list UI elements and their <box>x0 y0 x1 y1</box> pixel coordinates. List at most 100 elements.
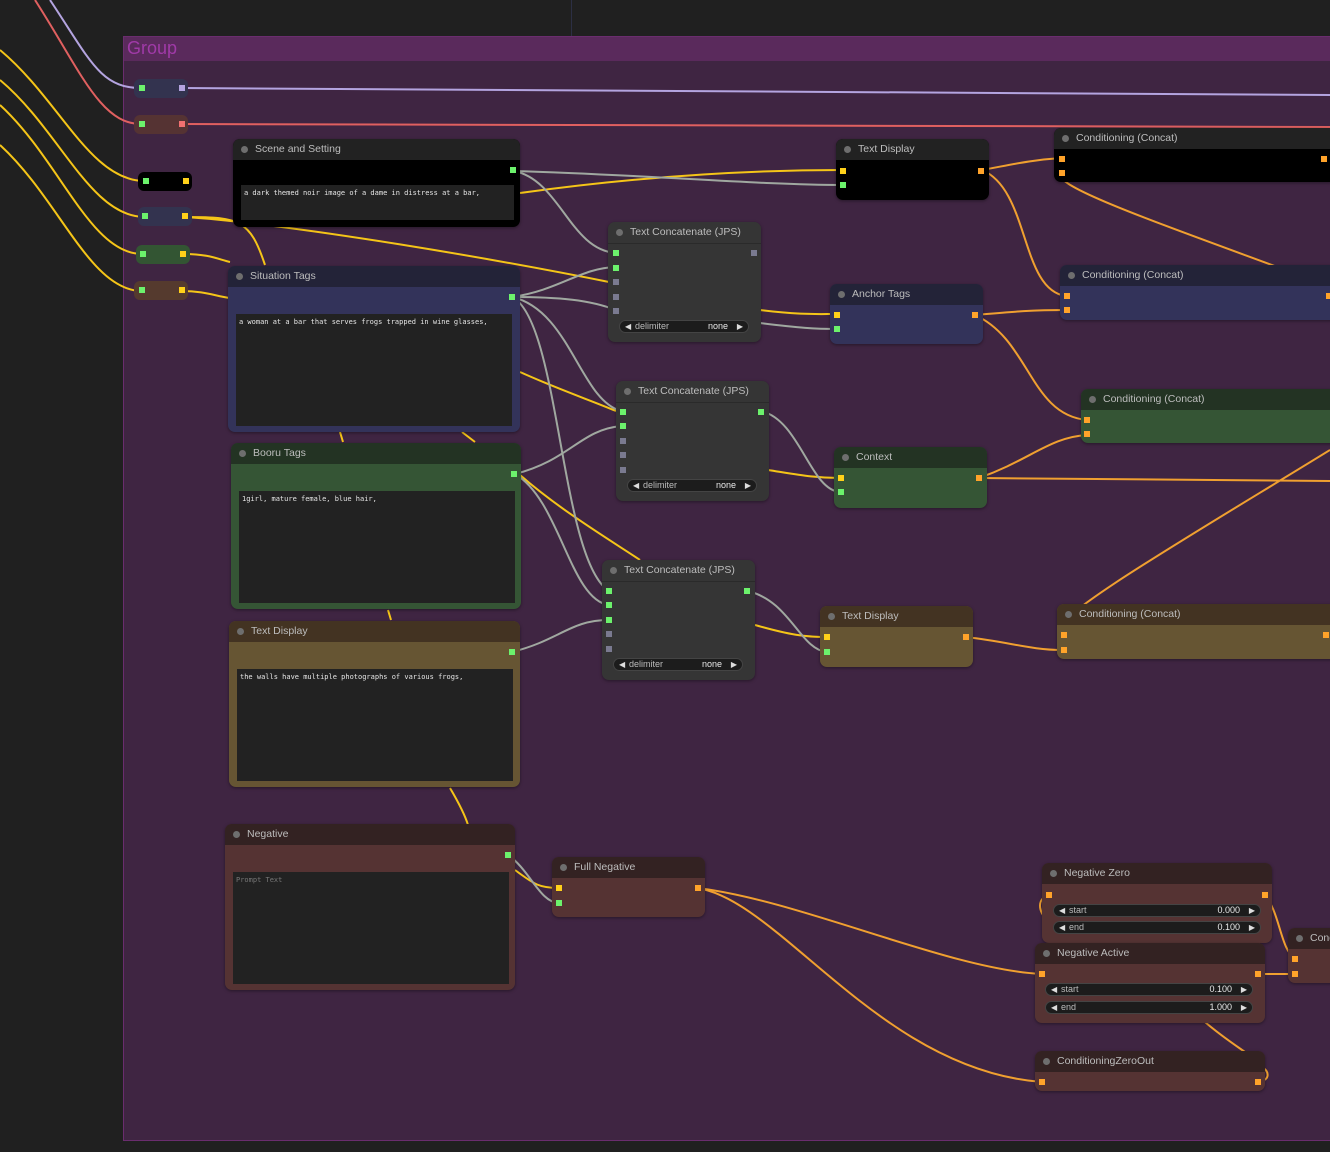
arrow-left-icon[interactable]: ◀ <box>1059 923 1066 932</box>
input-slot-conditioning-from[interactable] <box>1292 971 1298 977</box>
arrow-left-icon[interactable]: ◀ <box>625 322 632 331</box>
node-header[interactable]: Booru Tags <box>231 443 521 464</box>
input-slot-text[interactable] <box>824 649 830 655</box>
node-header[interactable]: Conditioning (Concat) <box>1054 128 1330 149</box>
start-number-widget[interactable]: ◀ start 0.100 ▶ <box>1045 983 1253 996</box>
reroute-blue[interactable] <box>138 207 192 226</box>
prompt-textarea[interactable]: a woman at a bar that serves frogs trapp… <box>236 314 512 426</box>
node-negative-zero[interactable]: Negative Zero ◀ start 0.000 ▶ ◀ end 0.10… <box>1042 863 1272 943</box>
collapse-dot-icon[interactable] <box>241 146 248 153</box>
node-header[interactable]: Context <box>834 447 987 468</box>
output-slot-string[interactable] <box>511 471 517 477</box>
input-slot-conditioning-from[interactable] <box>1084 431 1090 437</box>
collapse-dot-icon[interactable] <box>233 831 240 838</box>
reroute-input[interactable] <box>143 178 149 184</box>
input-slot-4[interactable] <box>606 631 612 637</box>
node-header[interactable]: Text Display <box>820 606 973 627</box>
node-header[interactable]: Scene and Setting <box>233 139 520 160</box>
collapse-dot-icon[interactable] <box>1043 950 1050 957</box>
node-text-concatenate-2[interactable]: Text Concatenate (JPS) ◀ delimiter none … <box>616 381 769 501</box>
node-negative-active[interactable]: Negative Active ◀ start 0.100 ▶ ◀ end 1.… <box>1035 943 1265 1023</box>
output-slot-conditioning[interactable] <box>978 168 984 174</box>
input-slot-3[interactable] <box>613 279 619 285</box>
output-slot-conditioning[interactable] <box>1262 892 1268 898</box>
input-slot-clip[interactable] <box>838 475 844 481</box>
node-anchor-tags[interactable]: Anchor Tags <box>830 284 983 344</box>
collapse-dot-icon[interactable] <box>610 567 617 574</box>
arrow-right-icon[interactable]: ▶ <box>1248 906 1255 915</box>
node-negative[interactable]: Negative Prompt Text <box>225 824 515 990</box>
node-header[interactable]: ConditioningZeroOut <box>1035 1051 1265 1072</box>
reroute-brown[interactable] <box>134 281 188 300</box>
arrow-right-icon[interactable]: ▶ <box>730 660 737 669</box>
input-slot-3[interactable] <box>606 617 612 623</box>
arrow-left-icon[interactable]: ◀ <box>1051 1003 1058 1012</box>
collapse-dot-icon[interactable] <box>1043 1058 1050 1065</box>
collapse-dot-icon[interactable] <box>838 291 845 298</box>
input-slot-4[interactable] <box>620 452 626 458</box>
node-header[interactable]: Conditioning (Concat) <box>1081 389 1330 410</box>
collapse-dot-icon[interactable] <box>1065 611 1072 618</box>
end-number-widget[interactable]: ◀ end 1.000 ▶ <box>1045 1001 1253 1014</box>
arrow-right-icon[interactable]: ▶ <box>1248 923 1255 932</box>
prompt-textarea[interactable]: 1girl, mature female, blue hair, <box>239 491 515 603</box>
reroute-output[interactable] <box>179 85 185 91</box>
input-slot-clip[interactable] <box>834 312 840 318</box>
reroute-input[interactable] <box>139 287 145 293</box>
output-slot-conditioning[interactable] <box>1255 971 1261 977</box>
output-slot-string[interactable] <box>510 167 516 173</box>
node-text-display-left[interactable]: Text Display the walls have multiple pho… <box>229 621 520 787</box>
reroute-red[interactable] <box>134 115 188 134</box>
input-slot-1[interactable] <box>620 409 626 415</box>
output-slot-string[interactable] <box>509 294 515 300</box>
output-slot-conditioning[interactable] <box>1323 632 1329 638</box>
node-conditioning-zero-out[interactable]: ConditioningZeroOut <box>1035 1051 1265 1091</box>
node-text-concatenate-1[interactable]: Text Concatenate (JPS) ◀ delimiter none … <box>608 222 761 342</box>
node-header[interactable]: Text Display <box>836 139 989 160</box>
input-slot-clip[interactable] <box>824 634 830 640</box>
input-slot-conditioning-to[interactable] <box>1084 417 1090 423</box>
input-slot-5[interactable] <box>613 308 619 314</box>
output-slot-conditioning[interactable] <box>1326 293 1330 299</box>
end-number-widget[interactable]: ◀ end 0.100 ▶ <box>1053 921 1261 934</box>
input-slot-conditioning-from[interactable] <box>1059 170 1065 176</box>
input-slot-5[interactable] <box>606 646 612 652</box>
collapse-dot-icon[interactable] <box>624 388 631 395</box>
input-slot-conditioning-to[interactable] <box>1064 293 1070 299</box>
reroute-input[interactable] <box>142 213 148 219</box>
reroute-output[interactable] <box>179 287 185 293</box>
node-text-concatenate-3[interactable]: Text Concatenate (JPS) ◀ delimiter none … <box>602 560 755 680</box>
input-slot-1[interactable] <box>606 588 612 594</box>
output-slot-conditioning[interactable] <box>972 312 978 318</box>
input-slot-text[interactable] <box>840 182 846 188</box>
node-conditioning-concat-3[interactable]: Conditioning (Concat) <box>1081 389 1330 443</box>
reroute-input[interactable] <box>140 251 146 257</box>
arrow-left-icon[interactable]: ◀ <box>633 481 640 490</box>
reroute-output[interactable] <box>182 213 188 219</box>
node-header[interactable]: Anchor Tags <box>830 284 983 305</box>
collapse-dot-icon[interactable] <box>560 864 567 871</box>
collapse-dot-icon[interactable] <box>1068 272 1075 279</box>
reroute-output[interactable] <box>179 121 185 127</box>
output-slot-string[interactable] <box>744 588 750 594</box>
input-slot-conditioning-to[interactable] <box>1059 156 1065 162</box>
output-slot-conditioning[interactable] <box>963 634 969 640</box>
delimiter-combo[interactable]: ◀ delimiter none ▶ <box>619 320 749 333</box>
input-slot-5[interactable] <box>620 467 626 473</box>
arrow-left-icon[interactable]: ◀ <box>1059 906 1066 915</box>
delimiter-combo[interactable]: ◀ delimiter none ▶ <box>613 658 743 671</box>
output-slot-conditioning[interactable] <box>695 885 701 891</box>
node-header[interactable]: Negative <box>225 824 515 845</box>
reroute-output[interactable] <box>180 251 186 257</box>
arrow-right-icon[interactable]: ▶ <box>1240 1003 1247 1012</box>
output-slot-conditioning[interactable] <box>1321 156 1327 162</box>
input-slot-conditioning-from[interactable] <box>1064 307 1070 313</box>
prompt-textarea[interactable]: a dark themed noir image of a dame in di… <box>241 185 514 220</box>
input-slot-text[interactable] <box>838 489 844 495</box>
collapse-dot-icon[interactable] <box>237 628 244 635</box>
input-slot-conditioning-to[interactable] <box>1061 632 1067 638</box>
delimiter-combo[interactable]: ◀ delimiter none ▶ <box>627 479 757 492</box>
input-slot-text[interactable] <box>556 900 562 906</box>
input-slot-text[interactable] <box>834 326 840 332</box>
display-textarea[interactable]: the walls have multiple photographs of v… <box>237 669 513 781</box>
